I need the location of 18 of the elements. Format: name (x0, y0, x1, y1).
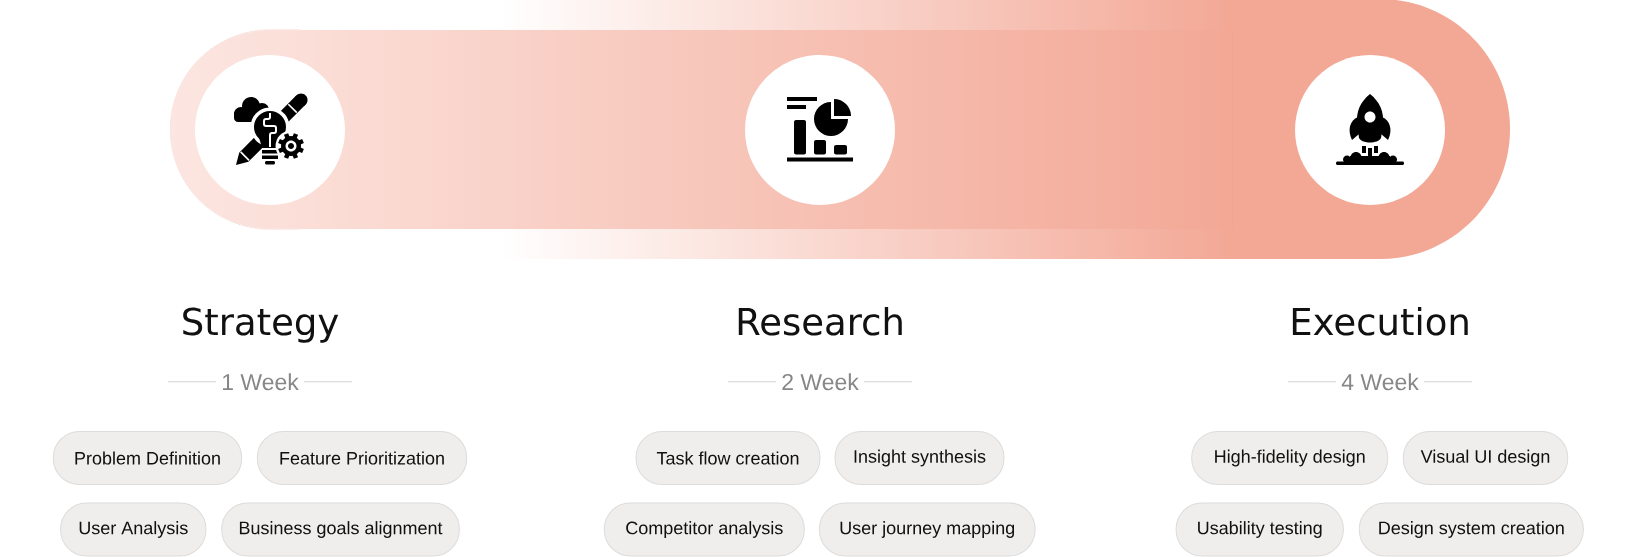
task-pill: Problem Definition (52, 431, 243, 485)
task-pill: Task flow creation (635, 431, 821, 485)
phase-heading: Research (738, 306, 902, 336)
task-pill: User journey mapping (818, 502, 1036, 557)
duration-label: 2 Week (782, 373, 859, 391)
task-pill: Business goals alignment (221, 502, 460, 557)
task-pill: Insight synthesis (834, 431, 1005, 485)
phase-heading: Execution (1292, 306, 1468, 336)
duration-label: 1 Week (223, 373, 299, 391)
task-pill: Design system creation (1358, 502, 1584, 557)
task-pill: Feature Prioritization (256, 431, 468, 485)
task-pill: Competitor analysis (603, 502, 805, 557)
task-pill: High-fidelity design (1191, 431, 1389, 485)
phase-heading: Strategy (183, 307, 339, 343)
task-pill: Usability testing (1175, 502, 1344, 557)
task-pill: User Analysis (60, 502, 207, 557)
task-pill: Visual UI design (1402, 431, 1569, 485)
duration-label: 4 Week (1341, 373, 1419, 391)
